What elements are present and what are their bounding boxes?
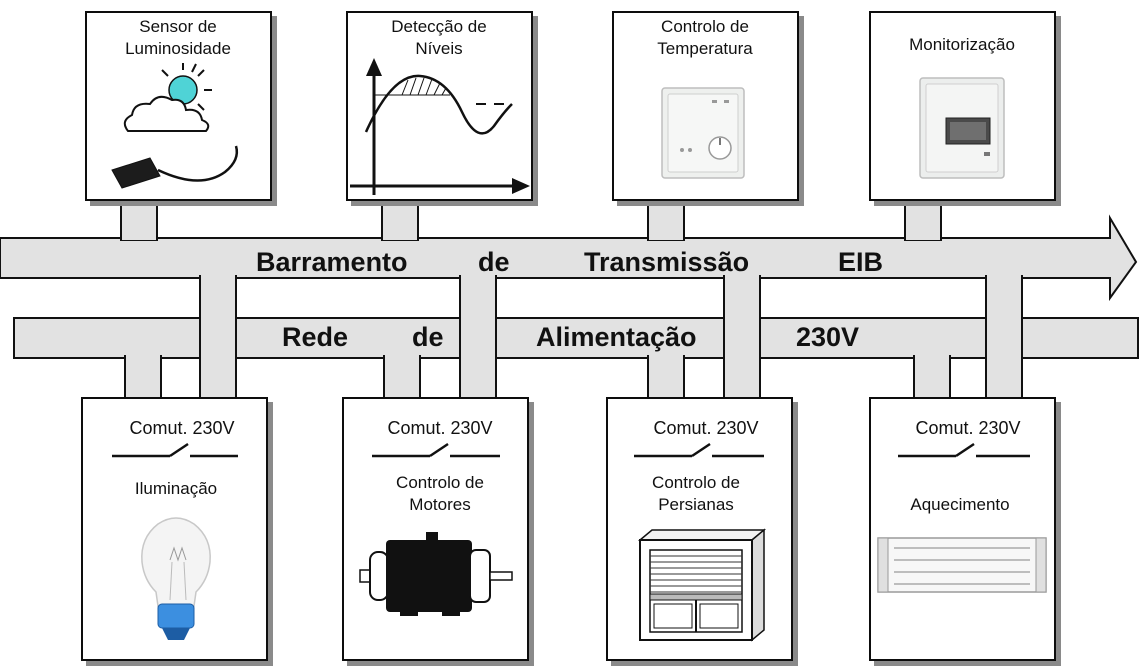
eib-bus-label: Barramento de Transmissão EIB xyxy=(256,247,883,277)
eib-bus xyxy=(0,214,1138,302)
switch-symbol-icon xyxy=(372,442,500,458)
switch-label: Comut. 230V xyxy=(387,418,492,438)
sensor-box-temperature: Controlo de Temperatura xyxy=(612,11,799,201)
bus-joins xyxy=(122,237,1021,358)
sensor-title-line: Níveis xyxy=(415,39,462,58)
sensor-title-line: Monitorização xyxy=(909,35,1015,54)
light-bulb-icon xyxy=(141,517,211,640)
eib-word-3: Transmissão xyxy=(584,247,749,277)
power-word-3: Alimentação xyxy=(536,322,697,352)
sensor-title-line: Detecção de xyxy=(391,17,486,36)
actuator-title-line: Motores xyxy=(409,495,470,514)
sensor-connectors xyxy=(120,197,942,241)
eib-word-4: EIB xyxy=(838,247,883,277)
light-sensor-icon xyxy=(111,63,239,189)
eib-legs-through-power xyxy=(199,278,1023,398)
eib-word-2: de xyxy=(478,247,510,277)
switch-symbol-icon xyxy=(898,442,1030,458)
eib-bus-arrow xyxy=(0,214,1138,302)
sensor-box-luminosity: Sensor de Luminosidade xyxy=(85,11,272,201)
actuator-title-line: Aquecimento xyxy=(910,495,1009,514)
thermostat-icon xyxy=(661,87,745,179)
sensor-box-levels: Detecção de Níveis xyxy=(346,11,533,201)
actuator-title-line: Iluminação xyxy=(135,479,217,498)
switch-label: Comut. 230V xyxy=(653,418,758,438)
sensor-title-line: Temperatura xyxy=(657,39,753,58)
power-bus-label: Rede de Alimentação 230V xyxy=(282,322,859,352)
sensor-title-line: Luminosidade xyxy=(125,39,231,58)
actuator-box-heating: Comut. 230V Aquecimento xyxy=(869,397,1056,661)
actuator-box-lighting: Comut. 230V Iluminação xyxy=(81,397,268,661)
window-blind-icon xyxy=(637,528,767,642)
switch-label: Comut. 230V xyxy=(915,418,1020,438)
power-word-1: Rede xyxy=(282,322,348,352)
actuator-title-line: Controlo de xyxy=(652,473,740,492)
switch-label: Comut. 230V xyxy=(129,418,234,438)
display-panel-icon xyxy=(919,77,1005,179)
switch-symbol-icon xyxy=(634,442,764,458)
actuator-box-motors: Comut. 230V Controlo de Motores xyxy=(342,397,529,661)
eib-word-1: Barramento xyxy=(256,247,408,277)
actuator-title-line: Persianas xyxy=(658,495,734,514)
sensor-box-monitoring: Monitorização xyxy=(869,11,1056,201)
actuator-box-blinds: Comut. 230V Controlo de Persianas xyxy=(606,397,793,661)
heater-icon xyxy=(877,537,1047,593)
sensor-title-line: Controlo de xyxy=(661,17,749,36)
power-word-2: de xyxy=(412,322,444,352)
motor-icon xyxy=(359,532,513,616)
sensor-title-line: Sensor de xyxy=(139,17,217,36)
actuator-title-line: Controlo de xyxy=(396,473,484,492)
level-graph-icon xyxy=(350,58,530,195)
actuator-power-connectors xyxy=(124,355,951,399)
power-word-4: 230V xyxy=(796,322,859,352)
switch-symbol-icon xyxy=(112,442,238,458)
